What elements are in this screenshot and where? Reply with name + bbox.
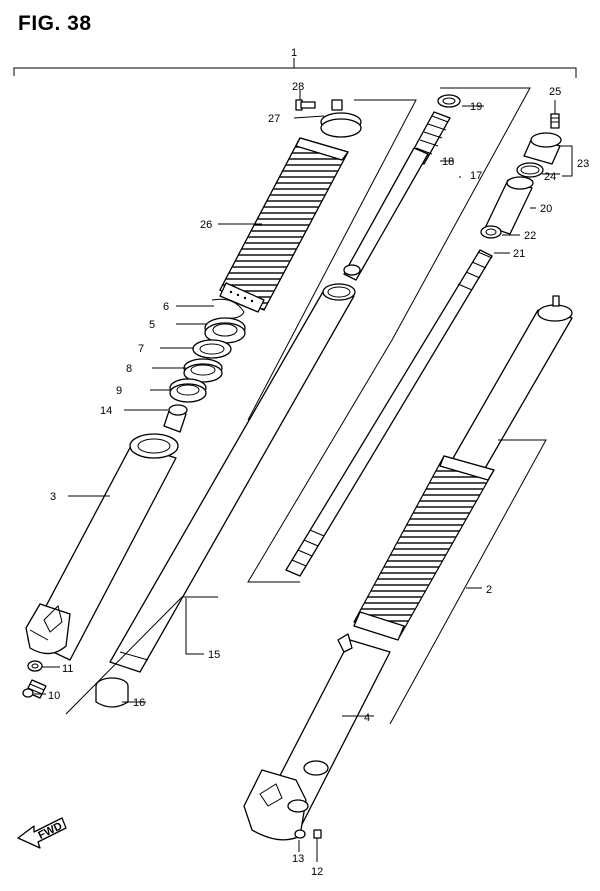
callout-28: 28 [292,81,304,93]
group-box-17-top [247,99,417,421]
damper-rod-17 [343,147,429,281]
bushing-8 [183,358,223,383]
callout-5: 5 [149,319,155,331]
callout-6: 6 [163,301,169,313]
screw-12 [313,829,322,839]
ring-22 [480,225,502,239]
callout-19: 19 [470,101,482,113]
group-box-15-line [65,596,218,715]
slide-bushing-16 [95,677,129,708]
boot-clamp-27 [320,99,362,138]
washer-13 [294,829,306,839]
callout-12: 12 [311,866,323,878]
callout-11: 11 [62,663,73,675]
group-box-17 [247,87,531,583]
callout-9: 9 [116,385,122,397]
drain-bolt-10 [22,679,47,699]
callout-3: 3 [50,491,56,503]
callout-21: 21 [513,248,525,260]
callout-26: 26 [200,219,212,231]
callout-17: 17 [470,170,482,182]
callout-10: 10 [48,690,60,702]
callout-13: 13 [292,853,304,865]
callout-27: 27 [268,113,280,125]
cap-bolt-23 [523,132,562,165]
fork-spring-21 [285,249,493,577]
washer-7 [192,339,232,359]
callout-15: 15 [208,649,220,661]
callout-24: 24 [544,171,556,183]
fwd-arrow-icon: FWD [17,817,67,849]
callout-8: 8 [126,363,132,375]
oil-lock-piece-14 [163,404,188,433]
leader-lines [34,90,573,862]
air-valve-25 [550,113,560,129]
callout-7: 7 [138,343,144,355]
spring-guide-20 [485,176,534,235]
callout-2: 2 [486,584,492,596]
callout-14: 14 [100,405,112,417]
callout-23: 23 [577,158,589,170]
callout-20: 20 [540,203,552,215]
callout-labels: 1 2 3 4 5 6 7 8 9 10 11 12 13 14 15 16 1… [48,47,589,878]
dust-boot-26 [219,137,349,313]
fwd-label: FWD [36,820,64,842]
callout-18: 18 [442,156,454,168]
callout-1: 1 [291,47,297,59]
figure-title: FIG. 38 [18,12,92,35]
dust-boot-2 [353,455,495,641]
callout-25: 25 [549,86,561,98]
assembly-bracket [13,58,577,78]
outer-tube-3 [25,433,179,661]
inner-tube-15 [109,283,356,673]
outer-tube-4 [243,633,391,841]
inner-tube-2 [451,295,573,471]
oil-seal-5 [204,317,246,344]
callout-22: 22 [524,230,536,242]
washer-11 [27,660,43,672]
group-box-2 [389,439,547,725]
clamp-screw-28 [295,99,316,111]
spring-seat-19 [437,94,461,108]
bushing-9 [169,378,207,403]
callout-16: 16 [133,697,145,709]
callout-4: 4 [364,712,370,724]
o-ring-24 [516,162,544,178]
